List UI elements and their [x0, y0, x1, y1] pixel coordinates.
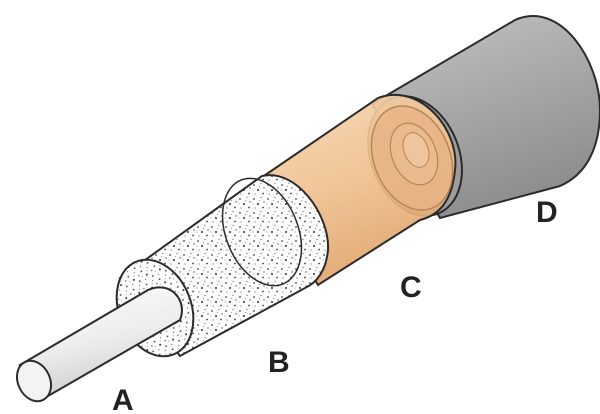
label-b: B — [268, 346, 290, 379]
label-c: C — [400, 271, 422, 304]
label-d: D — [536, 196, 558, 229]
label-a: A — [112, 384, 134, 414]
